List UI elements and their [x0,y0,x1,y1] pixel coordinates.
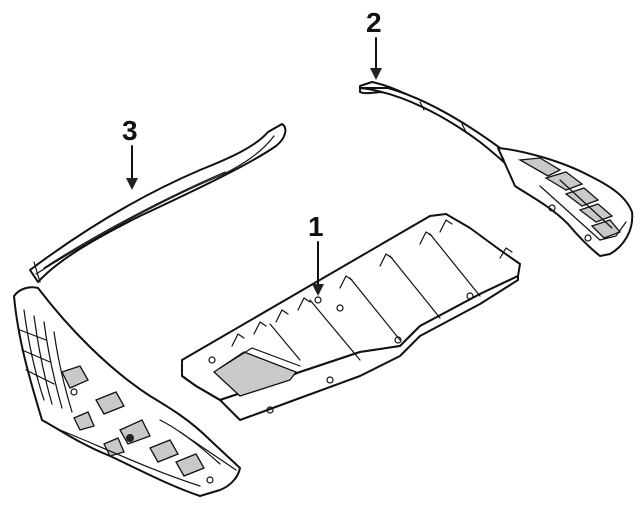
callout-2-label: 2 [366,7,382,38]
callout-3-arrowhead [126,178,138,190]
callout-1-arrowhead [312,284,324,296]
part-2-side-rail[interactable] [359,81,634,257]
callout-2-arrowhead [370,68,382,80]
callout-3-label: 3 [122,115,138,146]
callout-1: 1 [308,211,324,296]
callout-3: 3 [122,115,138,190]
part-3-seal-strip[interactable] [29,123,287,283]
front-grille-support [13,286,241,497]
part-1-radiator-panel[interactable] [181,213,521,421]
callout-1-label: 1 [308,211,324,242]
callout-2: 2 [366,7,382,80]
